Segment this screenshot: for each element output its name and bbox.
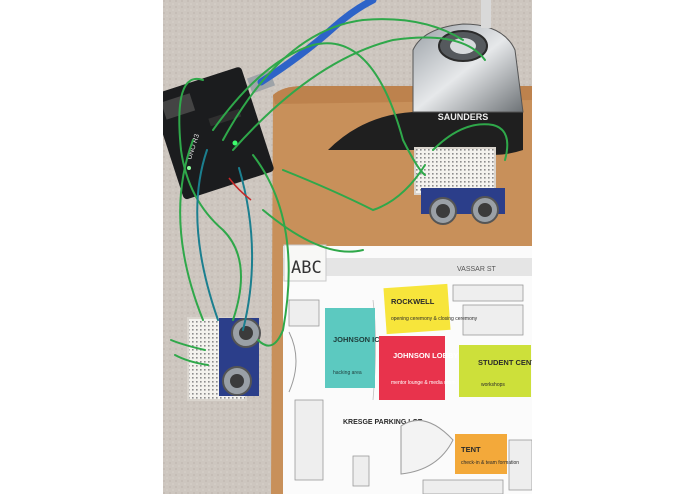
breadboard-photo: SAUNDERS UNO R3 VASSAR (163, 0, 532, 494)
zone-subtitle-student-center: workshops (481, 382, 505, 388)
zone-subtitle-johnson-lobby: mentor lounge & media room (391, 380, 455, 386)
zone-subtitle-johnson-ice-rink: hacking area (333, 370, 362, 376)
clip-brand-text: SAUNDERS (438, 112, 489, 122)
map-sheet: VASSAR ST ABC JOHNSON ICE RINK hacking a… (283, 244, 532, 494)
zone-title-johnson-ice-rink: JOHNSON ICE RINK (333, 335, 406, 344)
street-label: VASSAR ST (457, 266, 496, 273)
zone-title-kresge-parking-lot: KRESGE PARKING LOT (343, 419, 423, 426)
zone-tent (455, 434, 507, 474)
zone-student-center (459, 345, 531, 397)
zone-title-johnson-lobby: JOHNSON LOBBY (393, 351, 458, 360)
zone-johnson-lobby (379, 336, 445, 400)
zone-rockwell (383, 283, 451, 335)
zone-title-tent: TENT (461, 445, 481, 454)
kresge-dome (400, 419, 454, 475)
sticky-note-text: ABC (291, 258, 322, 278)
zone-johnson-ice-rink (325, 308, 375, 388)
zone-title-rockwell: ROCKWELL (391, 297, 435, 306)
photo-scene: SAUNDERS UNO R3 VASSAR (163, 0, 532, 494)
lower-ultrasonic-sensor (219, 318, 261, 396)
upper-breadboard (414, 147, 496, 195)
abc-sticky-note (283, 244, 327, 282)
zone-subtitle-rockwell: opening ceremony & closing ceremony (391, 316, 478, 322)
zone-title-student-center: STUDENT CENTER (478, 358, 532, 367)
zone-subtitle-tent: check-in & team formation (461, 460, 519, 466)
upper-ultrasonic-sensor (421, 188, 505, 225)
